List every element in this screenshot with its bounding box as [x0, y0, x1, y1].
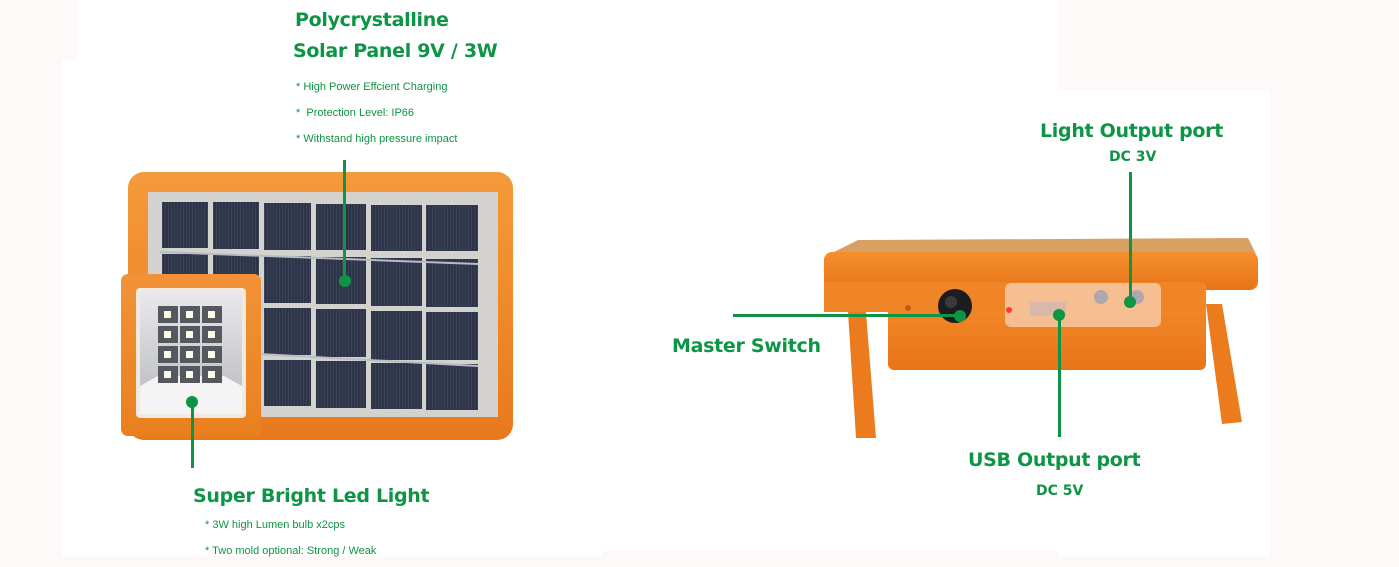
master-switch-leader-line: [733, 314, 959, 317]
solar-panel-bullet: * Withstand high pressure impact: [296, 133, 458, 145]
led-light-bullet: * Two mold optional: Strong / Weak: [205, 545, 377, 557]
usb-output-leader-line: [1058, 315, 1061, 437]
usb-output-spec: DC 5V: [1036, 483, 1084, 499]
solar-panel-title-line2: Solar Panel 9V / 3W: [293, 40, 498, 62]
led-light-leader-line: [191, 402, 194, 468]
led-light-title: Super Bright Led Light: [193, 485, 430, 507]
device-side-view-image: [824, 238, 1258, 438]
master-switch-leader-dot: [954, 310, 966, 322]
solar-panel-leader-line-lower: [343, 256, 346, 280]
light-output-title: Light Output port: [1040, 120, 1224, 142]
light-output-spec: DC 3V: [1109, 149, 1157, 165]
led-light-bullet: * 3W high Lumen bulb x2cps: [205, 519, 346, 531]
solar-panel-leader-dot: [339, 275, 351, 287]
light-output-leader-line: [1129, 172, 1132, 298]
solar-panel-leader-line: [343, 160, 346, 256]
usb-output-title: USB Output port: [968, 449, 1141, 471]
solar-panel-bullet: * Protection Level: IP66: [296, 107, 415, 119]
led-light-image: [121, 274, 261, 436]
solar-panel-bullet: * High Power Effcient Charging: [296, 81, 448, 93]
solar-panel-title-line1: Polycrystalline: [295, 9, 449, 31]
master-switch-title: Master Switch: [672, 335, 821, 357]
light-output-leader-dot: [1124, 296, 1136, 308]
